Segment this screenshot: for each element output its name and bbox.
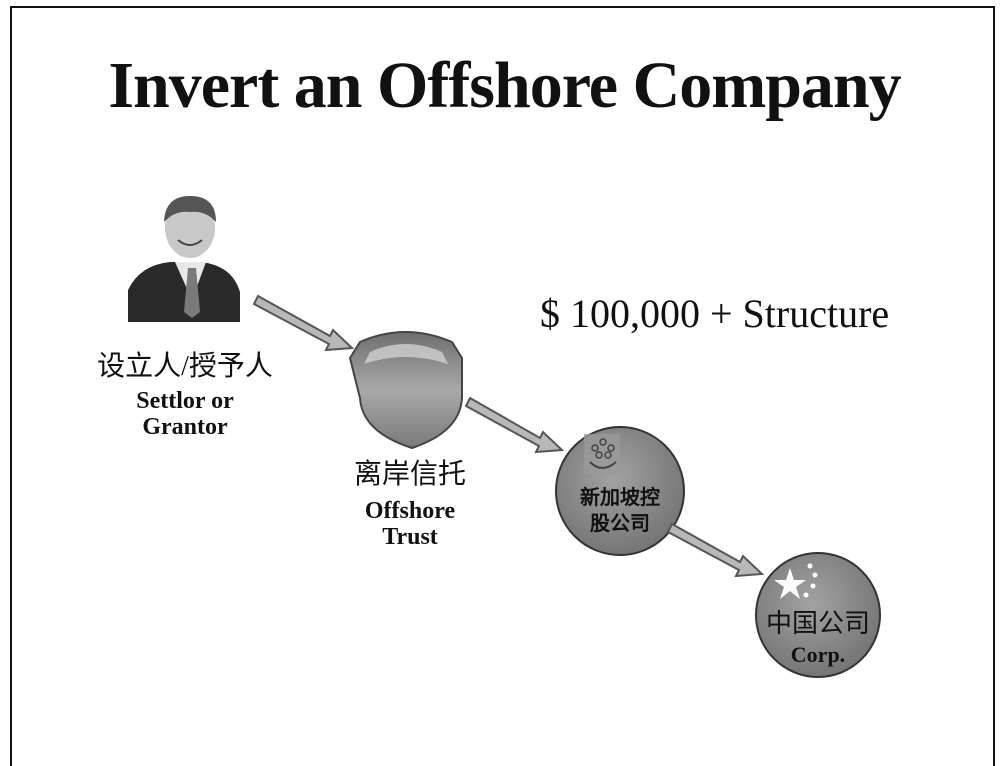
trust-label-en-1: Offshore (364, 498, 456, 524)
china-label-cn: 中国公司 (765, 609, 870, 638)
arrow-holding-to-corp (666, 522, 765, 578)
singapore-holding-label: 新加坡控 股公司 (560, 485, 680, 537)
china-label-en: Corp. (790, 642, 846, 667)
settlor-photo (128, 196, 240, 322)
trust-label: 离岸信托 Offshore Trust (320, 452, 500, 550)
arrow-trust-to-holding (464, 396, 565, 454)
settlor-label: 设立人/授予人 Settlor or Grantor (90, 344, 280, 440)
singapore-label-2: 股公司 (590, 513, 650, 535)
slide: Invert an Offshore Company (10, 6, 995, 766)
singapore-emblem-icon (584, 434, 620, 474)
shield-icon (348, 331, 463, 450)
settlor-label-cn: 设立人/授予人 (97, 351, 273, 382)
trust-label-en-2: Trust (382, 524, 438, 550)
arrow-settlor-to-trust (252, 294, 355, 352)
china-corp-label: 中国公司 Corp. (756, 603, 880, 668)
price-structure-text: $ 100,000 + Structure (540, 291, 890, 336)
china-stars-icon (774, 563, 818, 599)
singapore-label-1: 新加坡控 (580, 487, 660, 509)
settlor-label-en-1: Settlor or (136, 388, 234, 414)
settlor-label-en-2: Grantor (142, 414, 228, 440)
slide-title: Invert an Offshore Company (108, 49, 901, 122)
trust-label-cn: 离岸信托 (353, 459, 466, 490)
